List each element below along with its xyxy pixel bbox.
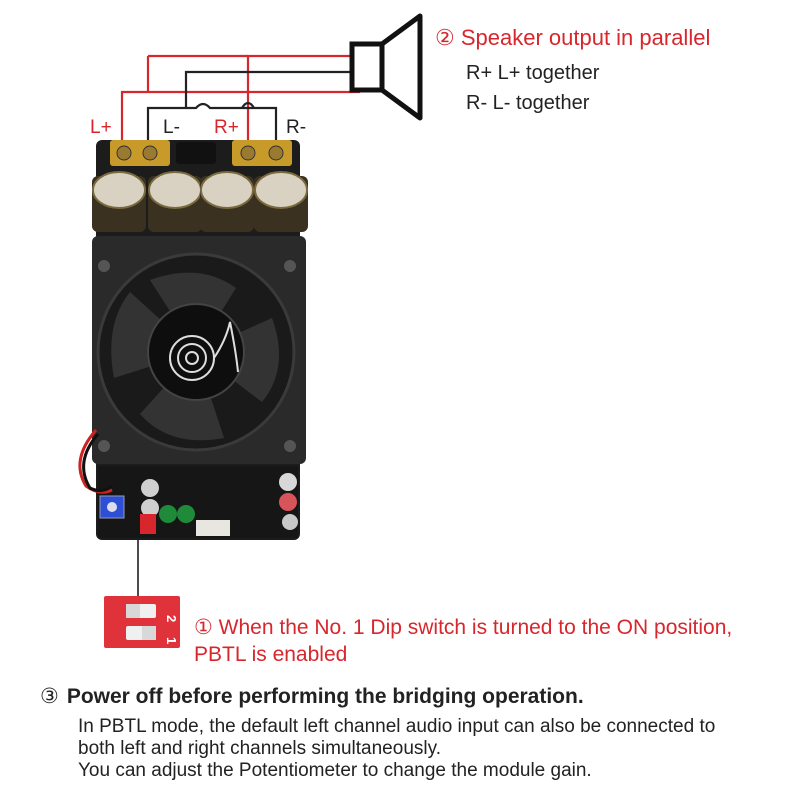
note-negative-together: R- L- together [466,92,590,114]
note-line-1: In PBTL mode, the default left channel a… [78,716,716,737]
label-r-minus: R- [286,117,307,138]
wire-l-minus [146,102,278,158]
bridging-warning-title: ③ Power off before performing the bridgin… [40,684,584,709]
note-line-2: both left and right channels simultaneou… [78,738,441,759]
terminal-block [110,140,292,166]
dip-switch-instruction: ① When the No. 1 Dip switch is turned to… [194,616,733,666]
note-line-3: You can adjust the Potentiometer to chan… [78,760,592,781]
fan-logo-icon [169,321,239,381]
speaker-output-title: ② Speaker output in parallel [435,25,711,50]
step3-title-text: Power off before performing the bridging… [66,685,584,708]
capacitors [92,171,308,232]
dip-mark-1: 1 [164,637,179,644]
label-l-plus: L+ [90,117,112,138]
speaker-icon [349,13,423,121]
speaker-wiring [120,54,360,158]
cooling-fan [96,252,296,452]
lower-components [78,429,298,538]
wire-r-minus [184,70,360,108]
dip-switch-closeup: 2 1 [104,596,180,648]
step3-number: ③ [40,685,59,708]
dip-switch-small [140,514,156,534]
label-l-minus: L- [163,117,180,138]
label-r-plus: R+ [214,117,239,138]
bridging-notes: In PBTL mode, the default left channel a… [78,716,715,782]
note-positive-together: R+ L+ together [466,62,600,84]
wire-l-plus [120,90,360,158]
amplifier-board [78,140,308,540]
dip-mark-2: 2 [164,615,179,622]
